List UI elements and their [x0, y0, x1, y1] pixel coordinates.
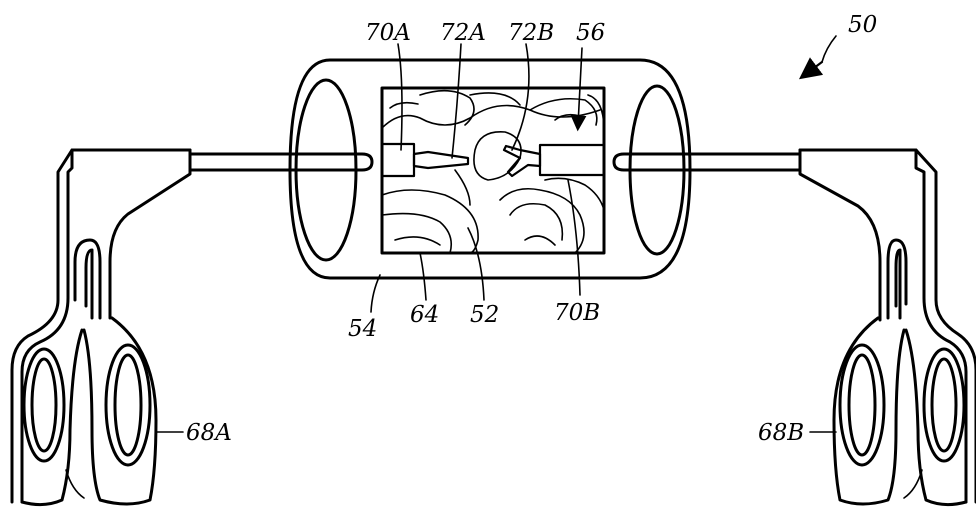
handle-68b [798, 148, 976, 507]
tip-72b [502, 144, 542, 178]
label-64: 64 [410, 302, 439, 328]
pad-70a [380, 142, 416, 178]
viewing-window-64 [380, 86, 606, 255]
tissue-52 [382, 89, 604, 253]
right-rod [612, 152, 802, 172]
label-50: 50 [848, 12, 877, 38]
label-68b: 68B [758, 420, 804, 446]
label-72b: 72B [508, 20, 554, 46]
label-54: 54 [348, 316, 377, 342]
arrow-56 [570, 47, 587, 132]
leader-lines [155, 35, 837, 433]
label-68a: 68A [186, 420, 232, 446]
handle-68a [10, 148, 192, 507]
label-70b: 70B [554, 300, 600, 326]
tip-72a [412, 150, 470, 170]
label-70a: 70A [365, 20, 411, 46]
label-56: 56 [576, 20, 605, 46]
label-72a: 72A [440, 20, 486, 46]
device-arrow [798, 57, 824, 80]
reference-labels: 70A 72A 72B 56 50 54 64 52 70B 68A 68B [186, 12, 877, 446]
label-52: 52 [470, 302, 499, 328]
pad-70b [538, 143, 606, 177]
left-rod [188, 152, 374, 172]
